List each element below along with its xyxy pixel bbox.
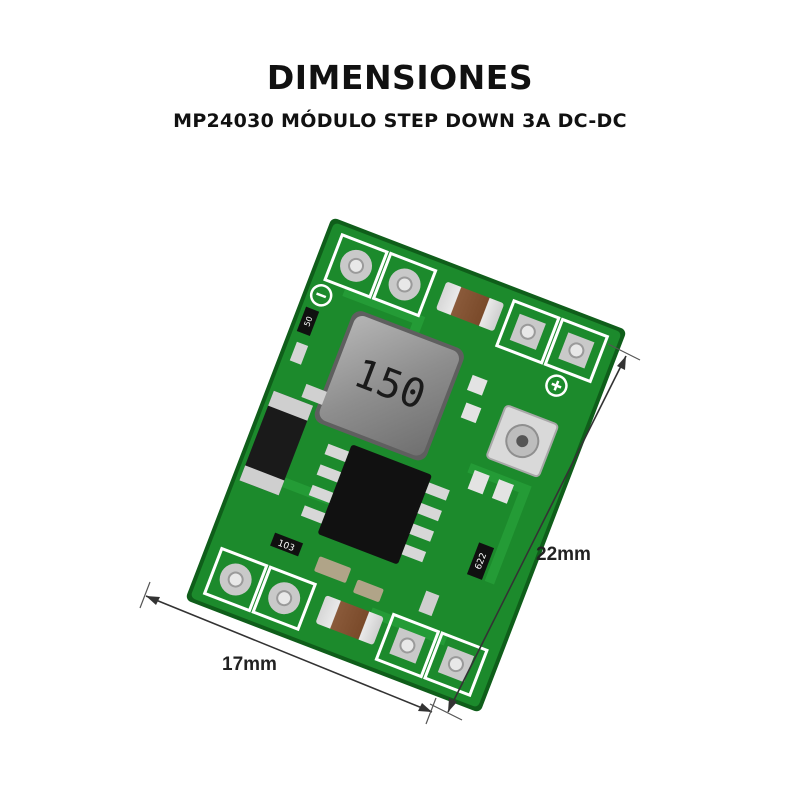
capacitor <box>316 595 384 645</box>
page-title: DIMENSIONES <box>266 58 534 97</box>
height-dimension-line <box>429 343 641 721</box>
potentiometer <box>486 405 559 478</box>
terminal-pad <box>494 298 561 365</box>
page-subtitle: MP24030 MÓDULO STEP DOWN 3A DC-DC <box>173 110 627 132</box>
width-dimension-line <box>139 581 437 725</box>
height-dimension-label: 22mm <box>536 544 591 565</box>
capacitor <box>436 282 504 331</box>
resistor-marking: 50 <box>302 315 314 328</box>
resistor: 622 <box>466 542 495 580</box>
terminal-pad <box>251 565 318 632</box>
terminal-pad <box>202 546 269 613</box>
diode <box>239 390 314 496</box>
resistor: 50 <box>296 306 320 336</box>
ic-chip <box>300 443 450 564</box>
plus-polarity-icon <box>545 374 568 397</box>
terminal-pad <box>374 612 441 679</box>
minus-polarity-icon <box>309 284 333 307</box>
terminal-pad <box>371 251 438 318</box>
terminal-pad <box>323 232 389 299</box>
terminal-pad <box>543 317 610 384</box>
inductor: 150 <box>314 311 464 461</box>
pcb-board: 150 50 <box>186 218 626 712</box>
terminal-pad <box>423 631 489 698</box>
width-dimension-label: 17mm <box>222 654 277 675</box>
